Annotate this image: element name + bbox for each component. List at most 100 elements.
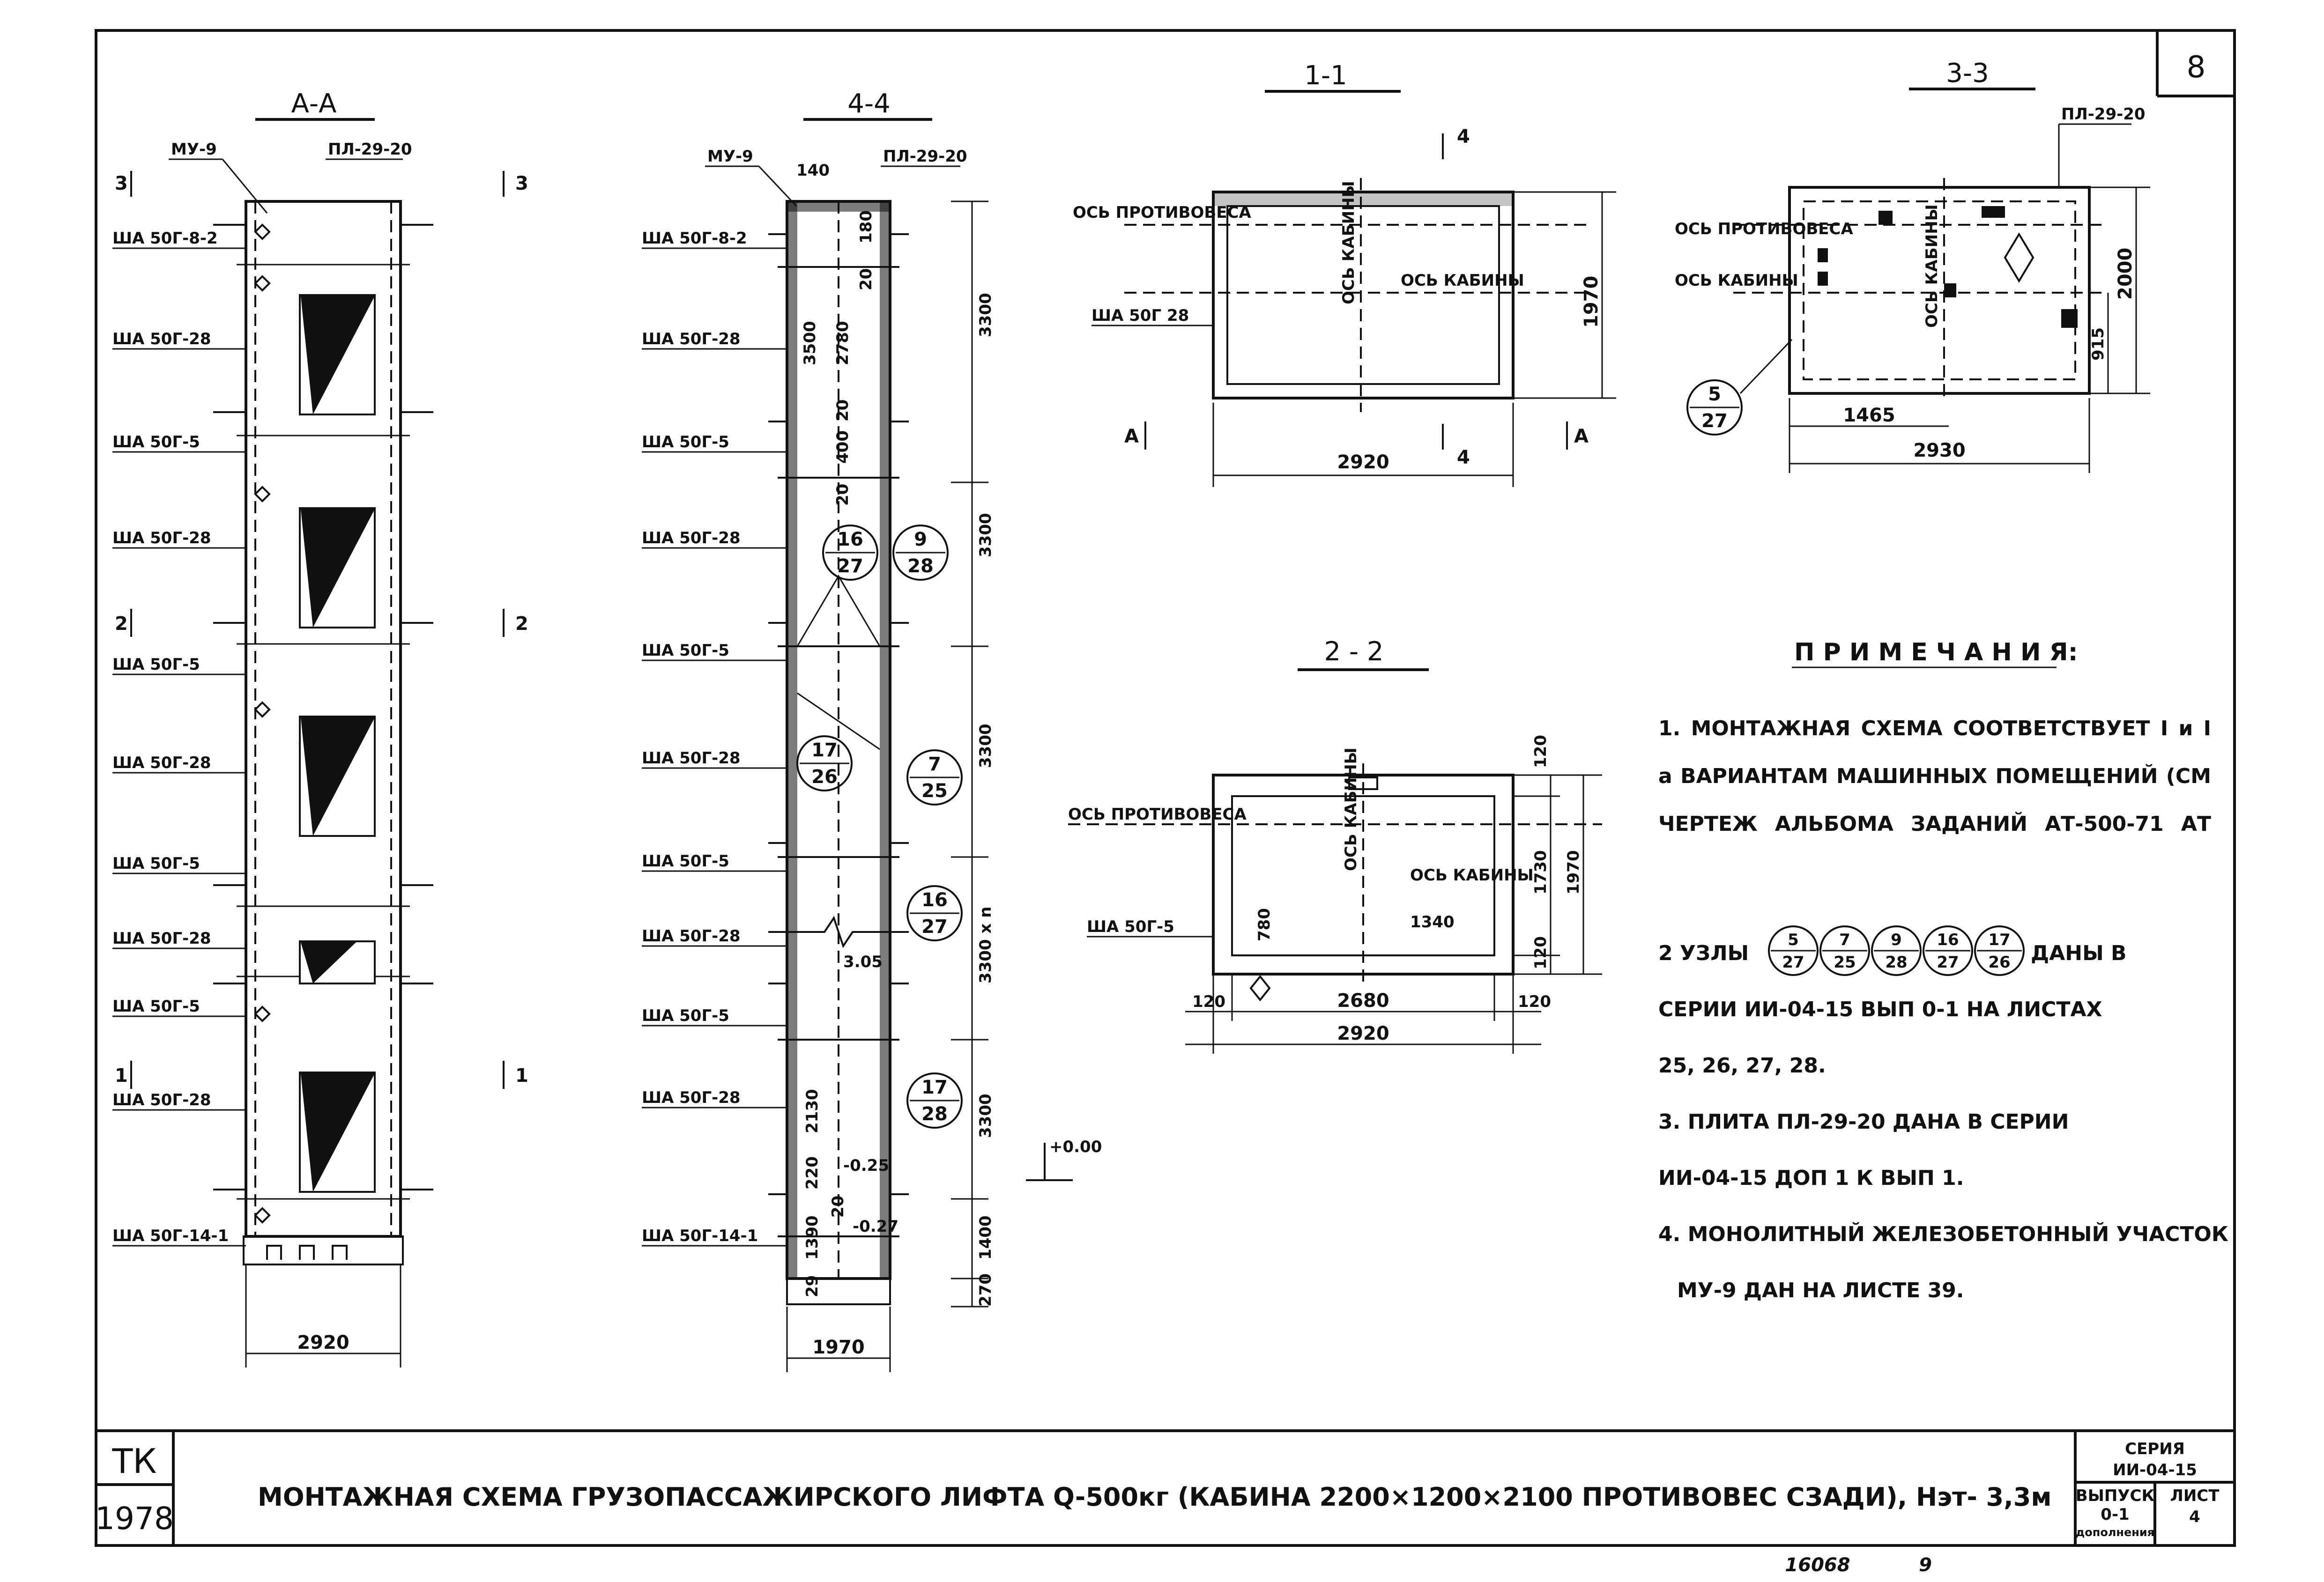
view-22: 2 - 2 ОСЬ ПРОТИВОВЕСА ОСЬ КАБИНЫ ОСЬ КАБ… (1068, 636, 1602, 1054)
sheet-label: ЛИСТ (2170, 1486, 2220, 1505)
drawing-title: МОНТАЖНАЯ СХЕМА ГРУЗОПАССАЖИРСКОГО ЛИФТА… (258, 1482, 2051, 1512)
svg-text:7: 7 (1839, 931, 1850, 949)
v33-axis-counterweight: ОСЬ ПРОТИВОВЕСА (1675, 220, 1853, 238)
v44-dim-29: 29 (803, 1275, 822, 1297)
v11-axis-cabin-v: ОСЬ КАБИНЫ (1339, 181, 1358, 304)
v33-node-5-27: 5 27 (1686, 379, 1743, 436)
view-aa: А-А МУ-9 ПЛ-29-20 3 3 (112, 89, 528, 1368)
v33-axis-cabin-h: ОСЬ КАБИНЫ (1675, 271, 1798, 290)
issue-label: ВЫПУСК (2076, 1486, 2155, 1505)
view-aa-title: А-А (291, 89, 337, 119)
v44-dim-20d: 20 (829, 1196, 847, 1218)
v44-rdim-1: 3300 (976, 293, 995, 337)
notes-title: П Р И М Е Ч А Н И Я: (1794, 638, 2078, 666)
v44-node-16-27a: 16 27 (822, 525, 878, 581)
svg-text:9: 9 (1891, 931, 1902, 949)
v22-dim-2920: 2920 (1337, 1023, 1389, 1044)
v11-height: 1970 (1581, 276, 1602, 328)
v44-pl-label: ПЛ-29-20 (883, 147, 967, 166)
footer-page: 9 (1919, 1554, 1932, 1576)
v22-dim-120c: 120 (1531, 735, 1550, 768)
svg-text:25: 25 (921, 780, 948, 802)
aa-label-5: ША 50Г-5 (112, 655, 200, 674)
aa-cut-2-right: 2 (515, 613, 528, 635)
issue-note: дополнения (2076, 1526, 2154, 1539)
v22-dim-1730: 1730 (1531, 850, 1550, 894)
v44-level-zero: +0.00 (1049, 1138, 1102, 1156)
footer-number: 16068 (1785, 1554, 1850, 1576)
v44-label-7: ША 50Г-5 (642, 852, 729, 871)
svg-text:17: 17 (1988, 931, 2010, 949)
notes: П Р И М Е Ч А Н И Я: 1. МОНТАЖНАЯ СХЕМА … (1658, 638, 2228, 1302)
aa-label-1: ША 50Г-8-2 (112, 229, 218, 248)
v11-cut-4-bottom: 4 (1457, 447, 1470, 468)
v44-node-7-25: 7 25 (906, 749, 963, 806)
aa-label-2: ША 50Г-28 (112, 330, 211, 348)
sheet-frame (95, 29, 2236, 1547)
view-22-title: 2 - 2 (1324, 636, 1383, 667)
svg-text:27: 27 (837, 555, 863, 577)
note-2-line3: 25, 26, 27, 28. (1658, 1054, 1826, 1078)
v44-dim-220: 220 (803, 1156, 822, 1190)
v44-inner-dims: 3500 2780 20 180 20 400 20 2130 220 1390… (801, 210, 876, 1297)
aa-label-7: ША 50Г-5 (112, 854, 200, 873)
v44-dim-180: 180 (857, 210, 876, 244)
v11-axis-cabin-h: ОСЬ КАБИНЫ (1401, 271, 1524, 290)
v22-dim-120a: 120 (1192, 992, 1225, 1011)
aa-label-8: ША 50Г-28 (112, 929, 211, 948)
v44-dim-3500: 3500 (801, 321, 819, 365)
view-44: 4-4 МУ-9 140 ПЛ-29-20 (642, 89, 1102, 1372)
svg-text:16: 16 (1937, 931, 1959, 949)
note-3-line1: 3. ПЛИТА ПЛ-29-20 ДАНА В СЕРИИ (1658, 1110, 2069, 1134)
v11-label: ША 50Г 28 (1091, 306, 1189, 325)
view-33-title: 3-3 (1946, 58, 1989, 89)
v22-dim-2680: 2680 (1337, 990, 1389, 1012)
v44-level-a: -0.25 (843, 1156, 889, 1175)
note-2-prefix: 2 УЗЛЫ (1658, 941, 1749, 965)
v11-axis-counterweight: ОСЬ ПРОТИВОВЕСА (1073, 203, 1251, 222)
v44-dim-1390: 1390 (803, 1215, 822, 1260)
v44-dim-20a: 20 (857, 268, 876, 290)
aa-cut-1-left: 1 (115, 1065, 128, 1087)
note-2-line2: СЕРИИ ИИ-04-15 ВЫП 0-1 НА ЛИСТАХ (1658, 998, 2102, 1021)
v44-node-17-26: 17 26 (796, 735, 853, 791)
note-4-line1: 4. МОНОЛИТНЫЙ ЖЕЛЕЗОБЕТОННЫЙ УЧАСТОК (1658, 1221, 2228, 1246)
v44-right-dims: 3300 3300 3300 3300 х n 3300 1400 270 (976, 293, 995, 1307)
aa-cut-3-left: 3 (115, 173, 128, 194)
v44-node-9-28: 9 28 (892, 525, 949, 581)
svg-text:26: 26 (1988, 953, 2010, 972)
svg-text:17: 17 (811, 739, 838, 761)
note-2-nodes: 5 27 7 25 9 28 16 27 17 26 (1768, 925, 2025, 976)
v22-axis-cabin-v: ОСЬ КАБИНЫ (1342, 747, 1360, 871)
v44-label-4: ША 50Г-28 (642, 529, 741, 547)
view-33: 3-3 ПЛ-29-20 ОСЬ ПРОТИВОВЕСА ОСЬ КАБИНЫ … (1675, 58, 2150, 473)
note-1: 1. МОНТАЖНАЯ СХЕМА СООТВЕТСТВУЕТ I и I а… (1658, 717, 2211, 836)
tk-label: ТК (111, 1442, 156, 1481)
svg-text:25: 25 (1834, 953, 1856, 972)
v11-width: 2920 (1337, 451, 1389, 473)
v44-dim-20b: 20 (833, 399, 852, 421)
view-11-title: 1-1 (1304, 60, 1347, 91)
v22-dim-1340: 1340 (1410, 913, 1455, 931)
v44-rdim-6: 1400 (976, 1215, 995, 1260)
v44-label-2: ША 50Г-28 (642, 330, 741, 348)
aa-label-9: ША 50Г-5 (112, 997, 200, 1016)
aa-label-4: ША 50Г-28 (112, 529, 211, 547)
v44-label-1: ША 50Г-8-2 (642, 229, 747, 248)
v44-level-b: -0.27 (853, 1217, 898, 1236)
v44-dim-2130: 2130 (803, 1089, 822, 1133)
v44-width-dim: 1970 (812, 1337, 864, 1358)
svg-text:28: 28 (1885, 953, 1907, 972)
v22-dim-780: 780 (1255, 908, 1274, 941)
aa-label-10: ША 50Г-28 (112, 1091, 211, 1109)
svg-text:17: 17 (921, 1077, 948, 1098)
view-11: 1-1 ОСЬ ПРОТИВОВЕСА ОСЬ КАБИНЫ ОСЬ КАБИН… (1073, 60, 1616, 487)
note-3-line2: ИИ-04-15 ДОП 1 К ВЫП 1. (1658, 1166, 1964, 1190)
svg-text:5: 5 (1788, 931, 1799, 949)
v44-rdim-2: 3300 (976, 513, 995, 557)
aa-cut-2-left: 2 (115, 613, 128, 635)
series-label: СЕРИЯ (2125, 1440, 2185, 1458)
v44-dim-20c: 20 (833, 484, 852, 506)
sheet-number: 8 (2187, 50, 2206, 85)
